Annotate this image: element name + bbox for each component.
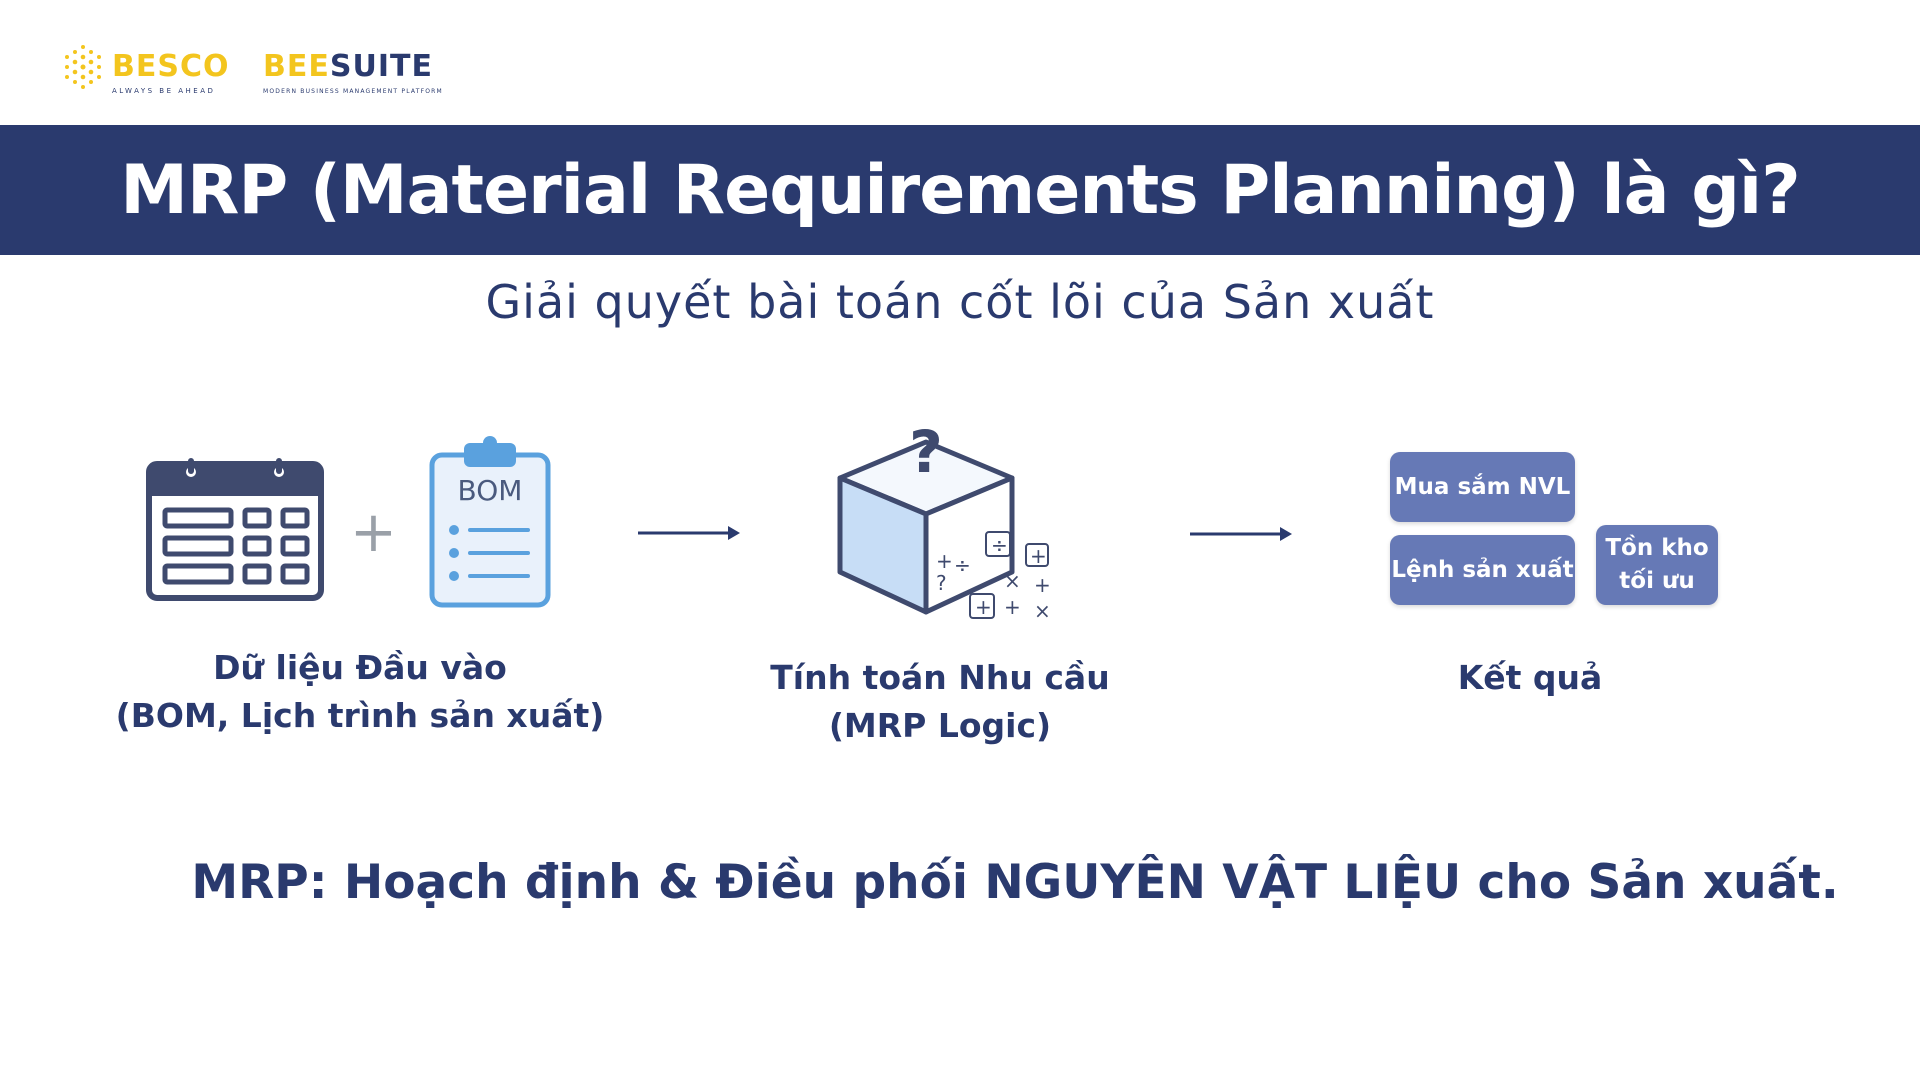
svg-text:÷: ÷ xyxy=(991,533,1008,557)
result-box-production-order: Lệnh sản xuất xyxy=(1390,535,1575,605)
svg-text:+: + xyxy=(1030,544,1047,568)
result-box-purchase: Mua sắm NVL xyxy=(1390,452,1575,522)
result-caption: Kết quả xyxy=(1457,658,1603,697)
svg-text:×: × xyxy=(1034,599,1051,623)
svg-text:÷: ÷ xyxy=(954,553,971,577)
svg-text:?: ? xyxy=(909,418,943,486)
input-caption-line1: Dữ liệu Đầu vào xyxy=(213,648,507,687)
inventory-line1: Tồn kho xyxy=(1605,535,1709,561)
inventory-line2: tối ưu xyxy=(1619,568,1695,594)
beesuite-tagline: MODERN BUSINESS MANAGEMENT PLATFORM xyxy=(263,88,443,95)
svg-text:+: + xyxy=(975,595,992,619)
arrow-right-icon xyxy=(638,526,740,540)
svg-text:×: × xyxy=(1004,569,1021,593)
input-caption: Dữ liệu Đầu vào (BOM, Lịch trình sản xuấ… xyxy=(100,644,620,740)
svg-text:+: + xyxy=(936,549,953,573)
result-box-inventory: Tồn kho tối ưu xyxy=(1596,525,1718,605)
title-band: MRP (Material Requirements Planning) là … xyxy=(0,125,1920,255)
beesuite-name-suite: SUITE xyxy=(329,49,433,84)
page-title: MRP (Material Requirements Planning) là … xyxy=(120,150,1800,230)
logic-caption-line2: (MRP Logic) xyxy=(828,706,1052,745)
honeycomb-logo-icon xyxy=(65,45,101,89)
svg-text:+: + xyxy=(1034,573,1051,597)
beesuite-logo: BEESUITE MODERN BUSINESS MANAGEMENT PLAT… xyxy=(263,50,443,96)
calendar-icon xyxy=(146,458,324,601)
input-caption-line2: (BOM, Lịch trình sản xuất) xyxy=(115,696,605,735)
bom-label: BOM xyxy=(457,474,523,507)
subtitle: Giải quyết bài toán cốt lõi của Sản xuất xyxy=(485,275,1435,329)
arrow-right-icon xyxy=(1190,527,1292,541)
svg-text:+: + xyxy=(1004,595,1021,619)
logic-caption: Tính toán Nhu cầu (MRP Logic) xyxy=(740,654,1140,750)
svg-text:?: ? xyxy=(936,571,947,595)
footer-statement: MRP: Hoạch định & Điều phối NGUYÊN VẬT L… xyxy=(191,855,1839,910)
besco-tagline: ALWAYS BE AHEAD xyxy=(112,87,216,95)
plus-sign: + xyxy=(350,500,397,565)
besco-name: BESCO xyxy=(112,49,230,84)
beesuite-name-bee: BEE xyxy=(263,49,330,84)
bom-clipboard-icon xyxy=(429,436,551,608)
logic-caption-line1: Tính toán Nhu cầu xyxy=(770,658,1110,697)
question-cube-icon: ? ÷ + + + ÷ ? × + + × xyxy=(837,418,1051,623)
